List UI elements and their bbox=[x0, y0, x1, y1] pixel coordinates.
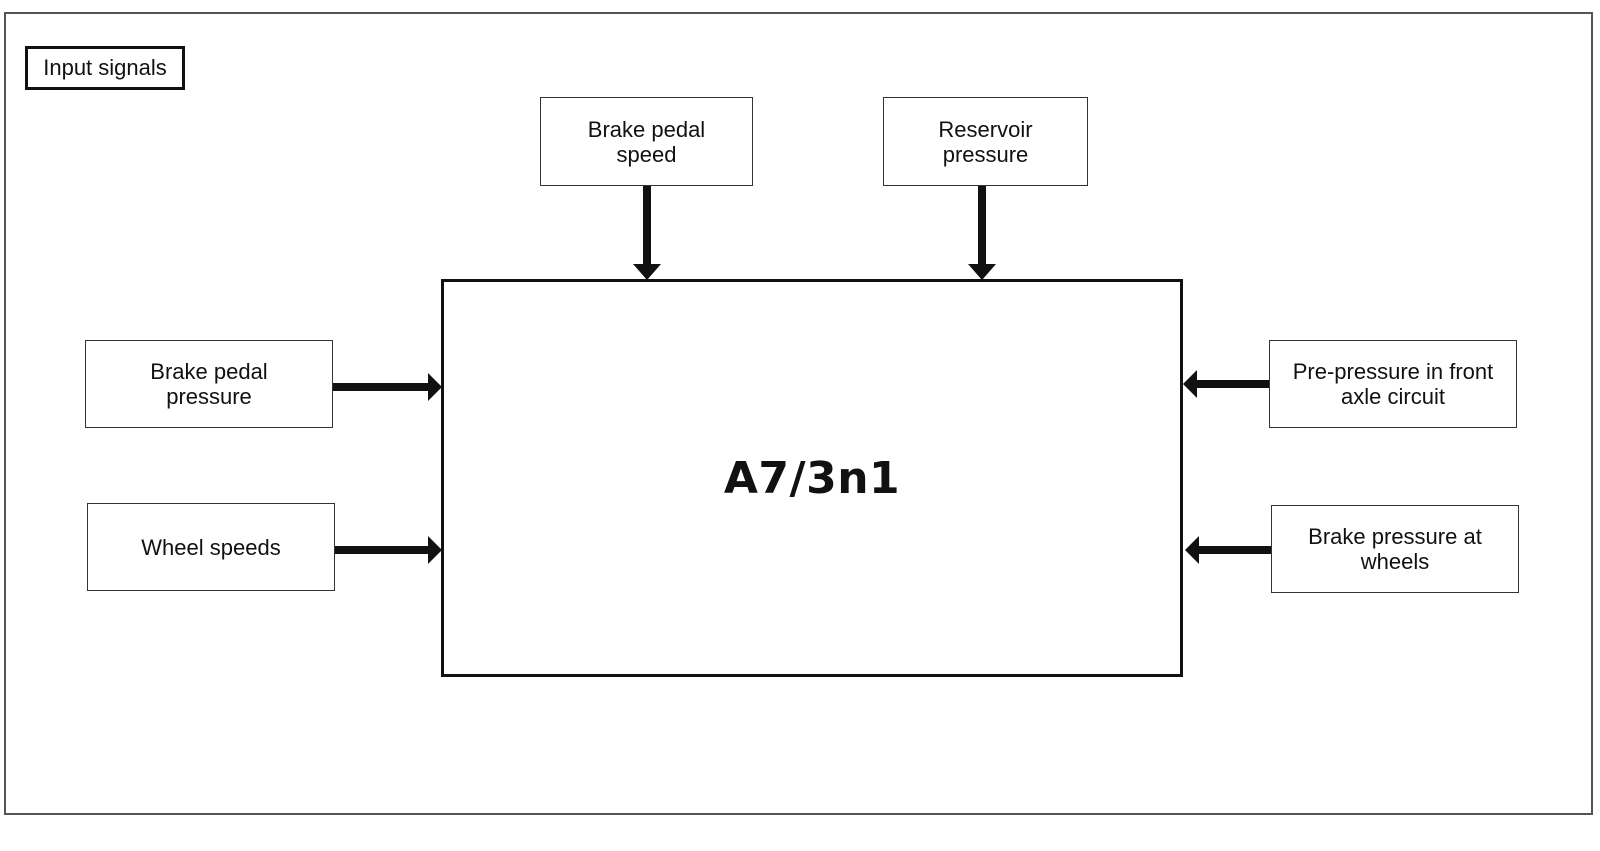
ecu-box-a7-3n1: A7/3n1 bbox=[441, 279, 1183, 677]
input-box-brake-pressure-wheels: Brake pressure at wheels bbox=[1271, 505, 1519, 593]
input-label-reservoir-pressure: Reservoir pressure bbox=[938, 116, 1033, 167]
input-box-pre-pressure-front-axle: Pre-pressure in front axle circuit bbox=[1269, 340, 1517, 428]
ecu-label: A7/3n1 bbox=[723, 452, 901, 504]
input-box-brake-pedal-speed: Brake pedal speed bbox=[540, 97, 753, 186]
legend-label: Input signals bbox=[43, 55, 167, 80]
diagram-frame bbox=[4, 12, 1593, 815]
input-box-brake-pedal-pressure: Brake pedal pressure bbox=[85, 340, 333, 428]
input-label-wheel-speeds: Wheel speeds bbox=[141, 534, 281, 560]
input-label-brake-pressure-wheels: Brake pressure at wheels bbox=[1308, 524, 1482, 574]
input-label-brake-pedal-speed: Brake pedal speed bbox=[587, 116, 706, 167]
input-box-wheel-speeds: Wheel speeds bbox=[87, 503, 335, 591]
input-signals-legend: Input signals bbox=[25, 46, 185, 90]
input-label-brake-pedal-pressure: Brake pedal pressure bbox=[150, 359, 268, 409]
input-box-reservoir-pressure: Reservoir pressure bbox=[883, 97, 1088, 186]
input-label-pre-pressure-front-axle: Pre-pressure in front axle circuit bbox=[1292, 359, 1494, 409]
